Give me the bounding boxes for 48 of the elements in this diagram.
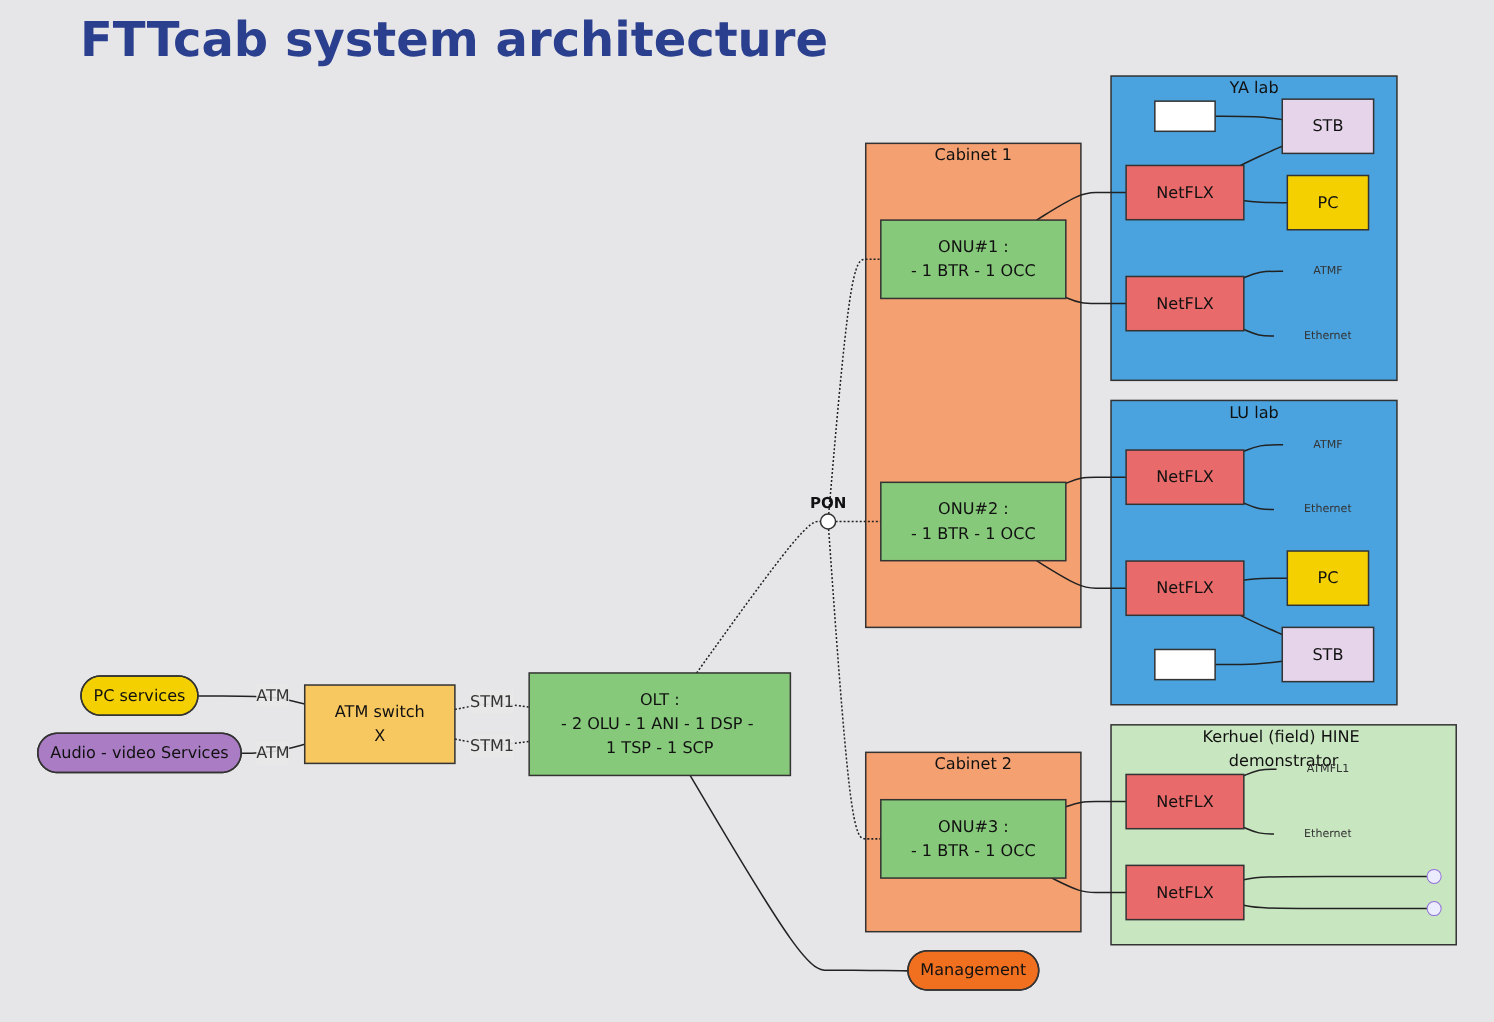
connector xyxy=(827,528,882,840)
connector xyxy=(1065,296,1127,305)
node-box: PC xyxy=(1286,174,1370,231)
node-box: ONU#2 : - 1 BTR - 1 OCC xyxy=(880,481,1067,562)
node-box: STB xyxy=(1281,626,1375,683)
connector xyxy=(1243,826,1275,835)
connector xyxy=(689,774,910,972)
node-box: ATM switch X xyxy=(303,684,456,765)
node-box: NetFLX xyxy=(1125,275,1245,332)
node-box: PC xyxy=(1286,550,1370,607)
node-circle xyxy=(819,513,837,530)
connector xyxy=(1243,875,1428,881)
connector xyxy=(834,520,882,523)
connector xyxy=(1065,476,1127,485)
connector xyxy=(1239,145,1283,167)
connector xyxy=(1214,115,1283,121)
connector xyxy=(695,520,822,674)
connector xyxy=(1243,199,1289,204)
node-box: NetFLX xyxy=(1125,560,1245,617)
node-box: NetFLX xyxy=(1125,449,1245,506)
connector xyxy=(1243,904,1428,910)
node-box: ONU#3 : - 1 BTR - 1 OCC xyxy=(880,798,1067,879)
edge-label: STM1 xyxy=(469,692,515,712)
connector xyxy=(1065,800,1127,808)
connector xyxy=(1243,577,1289,581)
connector xyxy=(827,258,882,515)
connector xyxy=(1214,660,1283,666)
node-box: ONU#1 : - 1 BTR - 1 OCC xyxy=(880,219,1067,300)
node-box: NetFLX xyxy=(1125,773,1245,830)
node-box xyxy=(1154,100,1216,133)
connector xyxy=(1035,559,1127,589)
edge-label: ATM xyxy=(256,685,290,705)
connector xyxy=(1243,502,1275,511)
node-box: OLT : - 2 OLU - 1 ANI - 1 DSP - 1 TSP - 1 SCP xyxy=(528,672,792,777)
connector xyxy=(1243,270,1284,279)
node-box xyxy=(1154,648,1216,681)
edge-label: ATM xyxy=(256,742,290,762)
diagram-title: FTTcab system architecture xyxy=(80,12,829,68)
node-box: NetFLX xyxy=(1125,164,1245,221)
node-box: STB xyxy=(1281,98,1375,155)
connector xyxy=(1243,444,1284,453)
connector xyxy=(1243,768,1278,777)
connector xyxy=(1051,877,1127,894)
connector xyxy=(1035,191,1127,221)
node-box: NetFLX xyxy=(1125,864,1245,921)
connector xyxy=(1239,614,1283,636)
edge-label: STM1 xyxy=(469,736,515,756)
connector xyxy=(1243,328,1275,337)
